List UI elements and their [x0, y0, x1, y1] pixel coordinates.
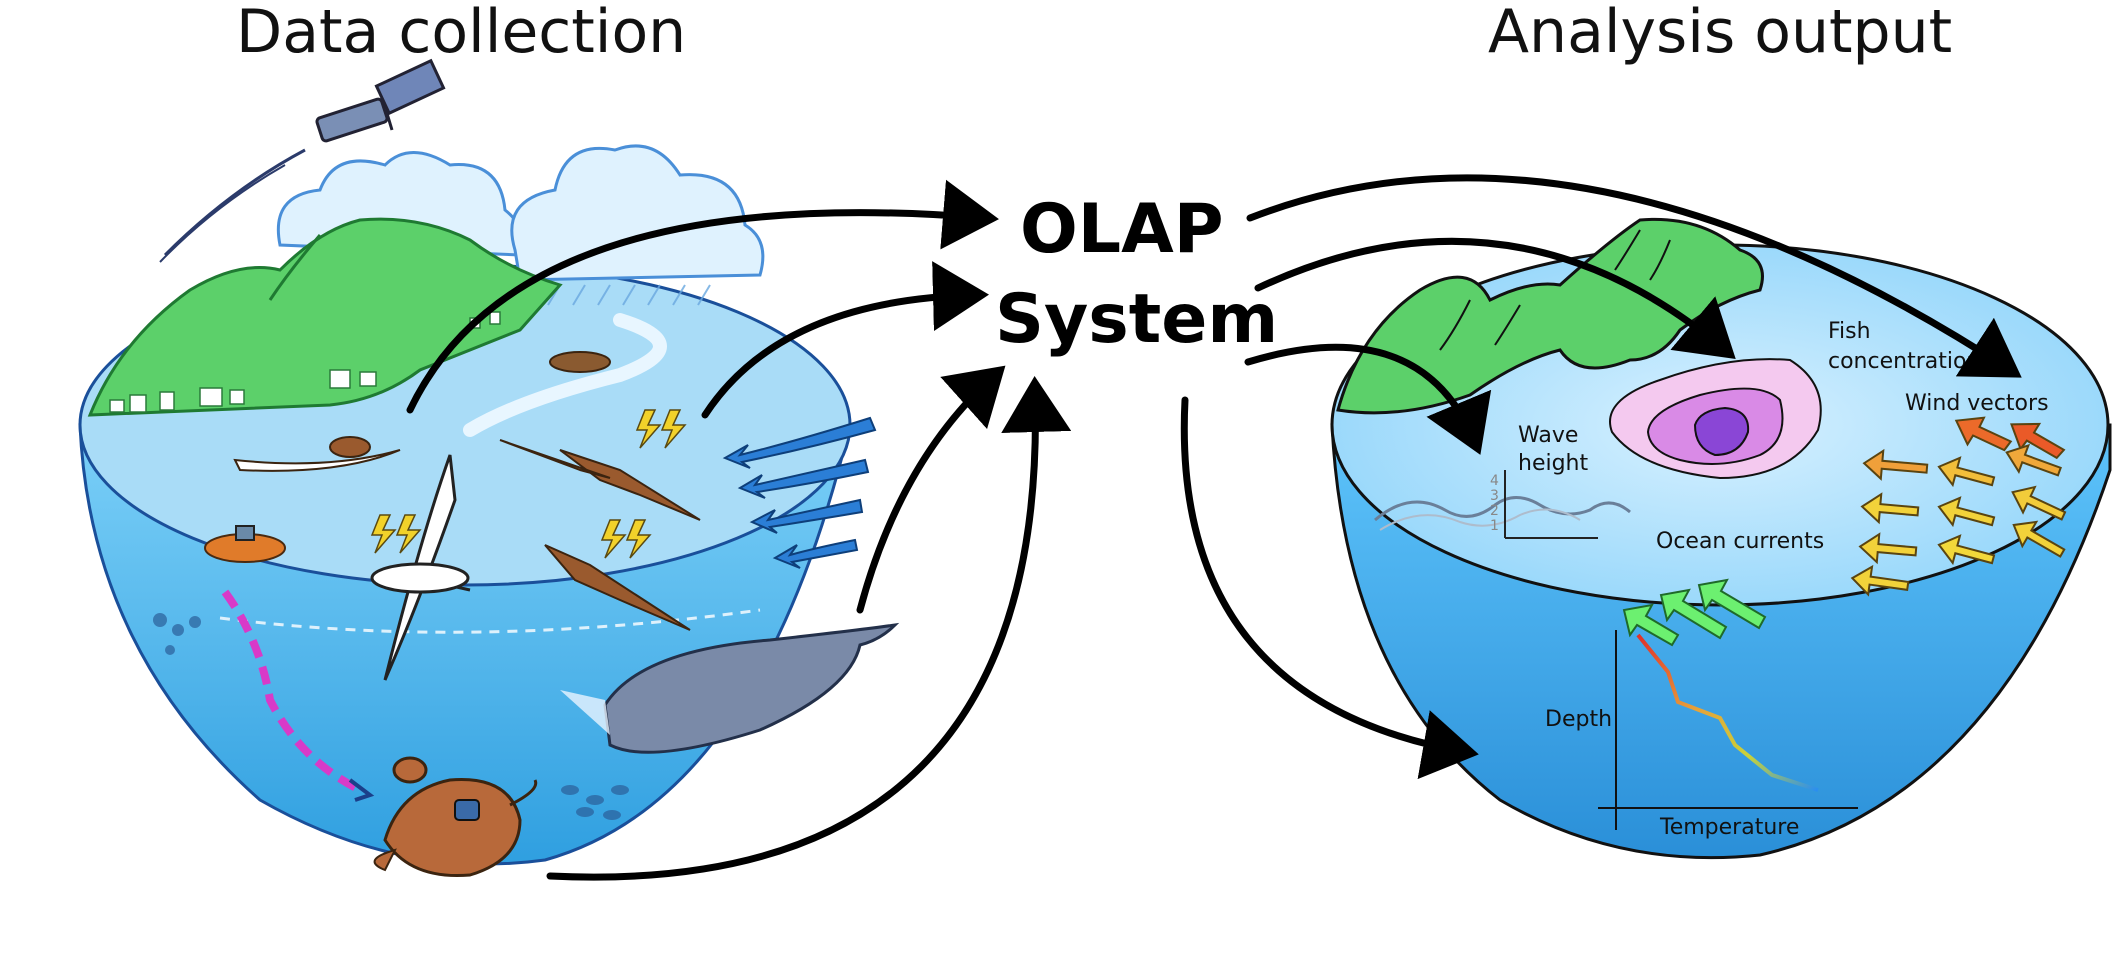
cloud-icon	[276, 144, 765, 282]
arrow-whale-to-olap	[856, 365, 1006, 614]
temperature-profile-line	[1636, 633, 1819, 792]
fish-label-1: Fish	[1828, 319, 1871, 344]
turtle-icon	[373, 756, 538, 878]
bird-icon	[370, 454, 471, 681]
system-label: System	[995, 280, 1278, 359]
right-title: Analysis output	[1488, 0, 1952, 67]
arrow-surface-to-olap	[701, 261, 989, 419]
arrow-olap-to-depth	[1180, 396, 1479, 780]
wave-tick-2: 2	[1490, 503, 1499, 519]
fish-label-2: concentration	[1828, 349, 1980, 374]
left-title: Data collection	[236, 0, 686, 67]
currents-label: Ocean currents	[1656, 529, 1824, 554]
wave-label-1: Wave	[1518, 423, 1578, 448]
olap-label: OLAP	[1020, 190, 1224, 269]
wind-arrow-icon	[722, 416, 877, 569]
wave-tick-1: 1	[1490, 518, 1499, 534]
fish-concentration-contours	[1609, 358, 1822, 480]
wind-label: Wind vectors	[1905, 391, 2049, 416]
current-arrow-icon	[1622, 578, 1767, 647]
left-land	[87, 217, 563, 417]
wave-tick-3: 3	[1490, 488, 1499, 504]
whale-icon	[560, 622, 900, 754]
temperature-label: Temperature	[1659, 815, 1799, 840]
depth-temperature-chart	[1598, 630, 1858, 830]
arrow-land-to-olap	[406, 179, 999, 414]
data-collection-illustration	[78, 58, 900, 878]
float-icon	[204, 525, 286, 563]
wind-arrow-icon	[1850, 416, 2067, 597]
arrow-turtle-to-olap	[546, 376, 1072, 881]
bird-icon	[233, 436, 701, 631]
analysis-output-illustration: 4 3 2 1	[1330, 217, 2112, 860]
wave-tick-4: 4	[1490, 473, 1499, 489]
depth-label: Depth	[1545, 707, 1612, 732]
wave-height-chart: 4 3 2 1	[1374, 470, 1631, 539]
arrow-olap-to-wind	[1246, 174, 2022, 378]
arrow-olap-to-fish	[1254, 237, 1736, 359]
flow-arrows	[406, 174, 2022, 881]
satellite-icon	[159, 58, 446, 263]
arrow-olap-to-wave	[1244, 343, 1492, 455]
wave-label-2: height	[1518, 451, 1588, 476]
